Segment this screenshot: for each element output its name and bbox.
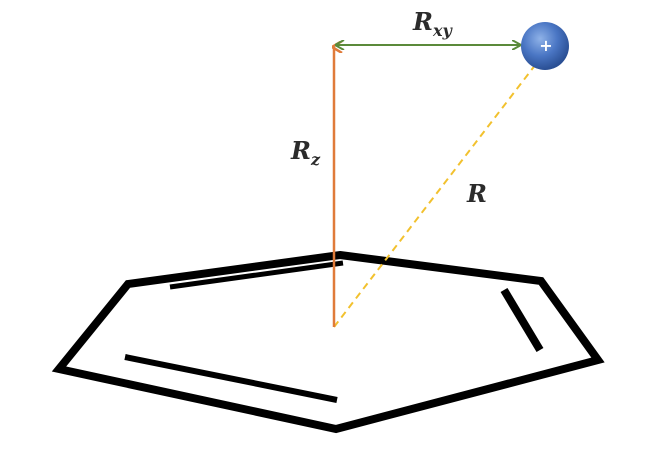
rz-label-subscript: z: [310, 150, 321, 169]
rz-label: Rz: [291, 136, 320, 168]
positive-charge-sign: +: [539, 36, 553, 55]
r-dashed-line: [333, 63, 537, 328]
r-label: R: [467, 182, 487, 206]
double-bond-top: [169, 260, 344, 290]
benzene-ring: [51, 250, 605, 434]
r-label-main: R: [467, 179, 487, 208]
double-bond-bottom: [124, 354, 338, 403]
rxy-label-main: R: [413, 7, 433, 36]
rxy-label: Rxy: [413, 7, 452, 39]
positive-charge-sphere: [521, 22, 569, 70]
double-bond-right: [500, 287, 544, 353]
rxy-label-subscript: xy: [432, 21, 452, 40]
rz-label-main: R: [291, 136, 311, 165]
